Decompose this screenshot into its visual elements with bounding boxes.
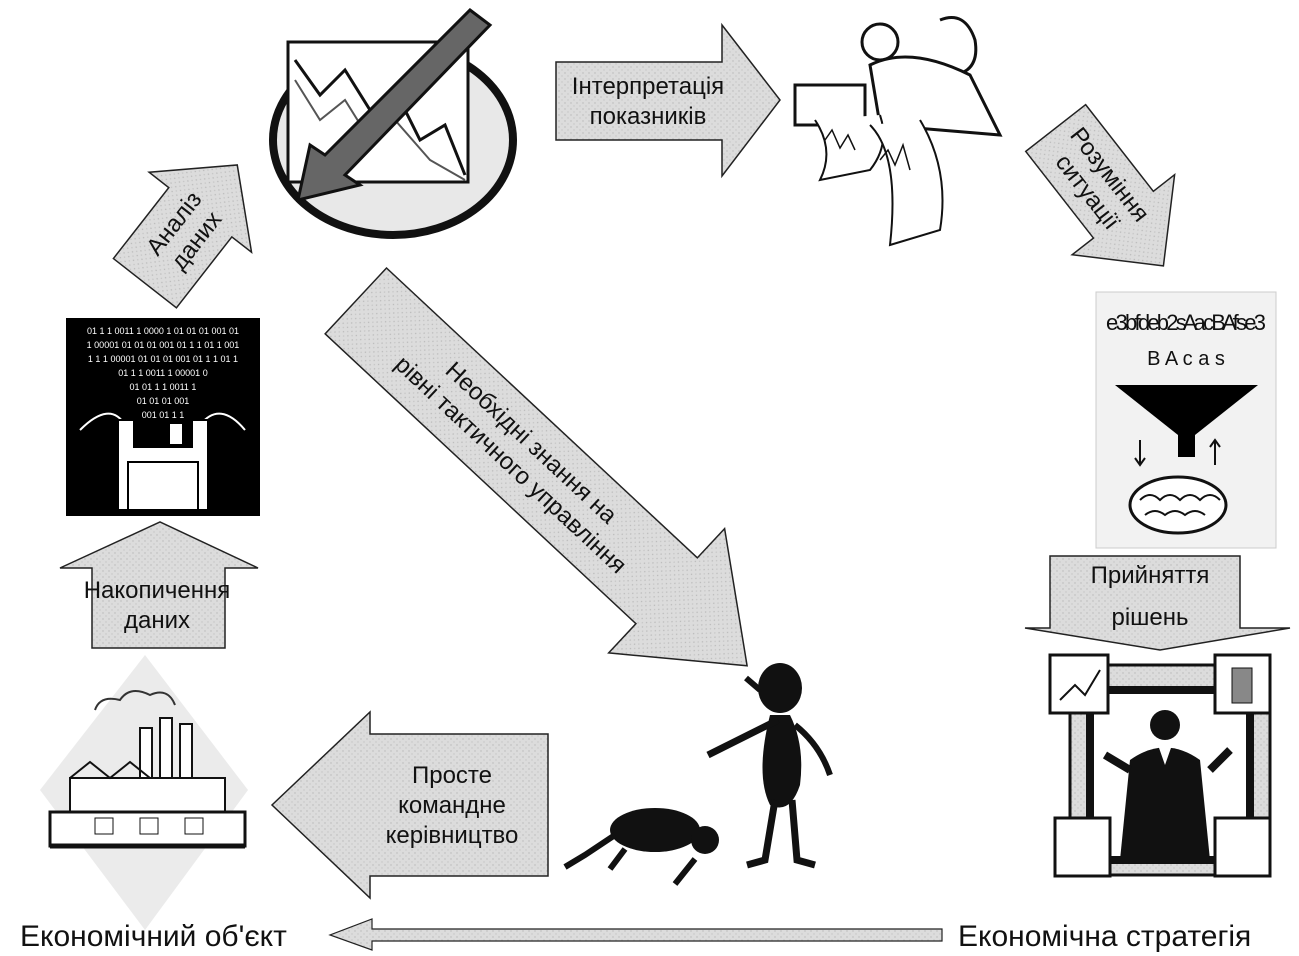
analysts-icon (793, 16, 1003, 247)
funnel-letters: e 3 b f d e b 2 s A a c B A f s e 3 (1106, 310, 1266, 335)
boss-and-subordinate-icon (563, 663, 833, 886)
binary-data-icon: 01 1 1 0011 1 0000 1 01 01 01 001 01 1 0… (66, 318, 260, 516)
label-command-3: керівництво (386, 822, 519, 849)
declining-chart-icon (269, 8, 517, 239)
binary-line: 1 00001 01 01 01 001 01 1 1 01 1 001 (87, 340, 240, 350)
label-economic-strategy: Економічна стратегія (958, 920, 1251, 953)
binary-line: 01 01 01 001 (137, 396, 190, 406)
label-data-accumulation-2: даних (124, 607, 190, 634)
arrow-decision-making: Прийняття рішень (1024, 555, 1291, 651)
binary-line: 01 1 1 0011 1 00001 0 (118, 368, 207, 378)
binary-line: 01 1 1 0011 1 0000 1 01 01 01 001 01 (87, 326, 239, 336)
binary-line: 1 1 1 00001 01 01 01 001 01 1 1 01 1 (88, 354, 238, 364)
businessman-decision-icon (1048, 653, 1272, 878)
arrow-situation-understanding: Розуміння ситуації (1024, 103, 1176, 267)
binary-line: 001 01 1 1 (142, 410, 185, 420)
label-data-accumulation-1: Накопичення (84, 577, 231, 604)
funnel-letters-2: B A c a s (1147, 348, 1225, 370)
binary-line: 01 01 1 1 0011 1 (130, 382, 197, 392)
label-interpretation-2: показників (590, 103, 707, 130)
label-decision-2: рішень (1111, 604, 1188, 631)
arrow-strategy-to-object (328, 918, 943, 951)
arrow-data-analysis: Аналіз даних (112, 164, 253, 309)
label-interpretation-1: Інтерпретація (572, 73, 724, 100)
arrow-tactical-knowledge: Необхідні знання на рівні тактичного упр… (324, 266, 748, 667)
arrow-indicator-interpretation: Інтерпретація показників (555, 22, 781, 179)
label-command-2: командне (398, 792, 506, 819)
label-economic-object: Економічний об'єкт (20, 920, 287, 953)
arrow-data-accumulation: Накопичення даних (59, 521, 259, 649)
label-command-1: Просте (412, 762, 492, 789)
arrow-command-management: Просте командне керівництво (270, 710, 549, 900)
label-decision-1: Прийняття (1091, 562, 1210, 589)
factory-icon (40, 655, 248, 930)
funnel-brain-icon: e 3 b f d e b 2 s A a c B A f s e 3 B A … (1095, 291, 1277, 549)
